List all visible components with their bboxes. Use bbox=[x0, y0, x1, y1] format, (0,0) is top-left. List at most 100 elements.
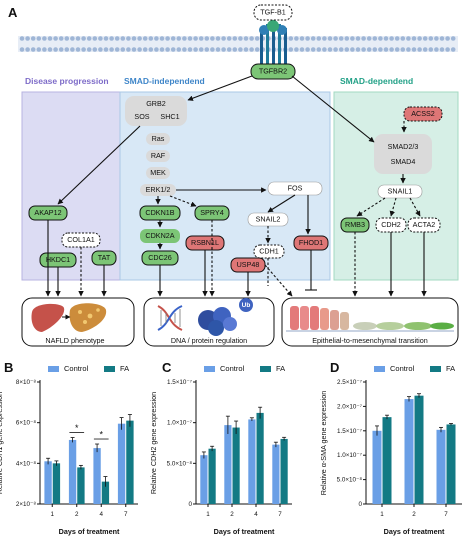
bar-fa-day-7 bbox=[280, 438, 288, 504]
y-axis-title: Relative CDH1 gene expression bbox=[0, 392, 4, 494]
bar-fa-day-1 bbox=[208, 448, 216, 504]
x-axis-title: Days of treatment bbox=[59, 527, 120, 536]
cdkn1b-label: CDKN1B bbox=[145, 208, 174, 217]
fhod1-label: FHOD1 bbox=[299, 238, 323, 247]
bar-control-day-7 bbox=[436, 429, 446, 504]
shc1-label: SHC1 bbox=[160, 112, 179, 121]
bar-control-day-2 bbox=[404, 399, 414, 504]
usp48-label: USP48 bbox=[237, 260, 260, 269]
x-axis-title: Days of treatment bbox=[384, 527, 445, 536]
cdh2-label: CDH2 bbox=[381, 220, 401, 229]
bar-control-day-1 bbox=[44, 461, 52, 504]
legend-label-control: Control bbox=[220, 364, 245, 373]
dna-icon bbox=[157, 305, 183, 331]
bar-control-day-7 bbox=[117, 423, 126, 504]
x-tick-label: 7 bbox=[124, 511, 128, 518]
mek-label: MEK bbox=[150, 168, 166, 177]
snail2-label: SNAIL2 bbox=[256, 214, 281, 223]
bar-control-day-2 bbox=[224, 425, 232, 504]
x-tick-label: 4 bbox=[254, 511, 258, 518]
significance-star: * bbox=[75, 423, 79, 433]
disease-progression-title: Disease progression bbox=[25, 76, 109, 86]
col1a1-label: COL1A1 bbox=[67, 235, 95, 244]
x-tick-label: 2 bbox=[75, 511, 79, 518]
bar-control-day-4 bbox=[93, 448, 101, 504]
pathway-arrows bbox=[45, 75, 427, 297]
smad4-label: SMAD4 bbox=[391, 157, 416, 166]
bar-control-day-4 bbox=[248, 419, 256, 504]
raf-label: RAF bbox=[151, 151, 166, 160]
cells-icon bbox=[286, 306, 454, 332]
akap12-label: AKAP12 bbox=[34, 208, 61, 217]
tgf-b1-ligand: TGF-B1 bbox=[253, 4, 293, 21]
cdh1-node bbox=[253, 244, 285, 259]
chart-letter: C bbox=[162, 360, 172, 375]
x-tick-label: 2 bbox=[230, 511, 234, 518]
bar-fa-day-7 bbox=[446, 424, 456, 504]
legend-swatch-fa bbox=[104, 366, 115, 372]
legend-label-control: Control bbox=[390, 364, 415, 373]
rsbn1l-label: RSBN1L bbox=[191, 238, 219, 247]
chart-letter: D bbox=[330, 360, 339, 375]
x-tick-label: 4 bbox=[99, 511, 103, 518]
rmb3-label: RMB3 bbox=[345, 220, 365, 229]
legend-label-fa: FA bbox=[276, 364, 285, 373]
bar-fa-day-2 bbox=[414, 395, 424, 504]
y-tick-label: 4×10⁻⁸ bbox=[16, 460, 37, 467]
spry4-label: SPRY4 bbox=[200, 208, 223, 217]
y-tick-label: 8×10⁻⁸ bbox=[16, 379, 37, 386]
ras-label: Ras bbox=[152, 134, 165, 143]
x-tick-label: 7 bbox=[278, 511, 282, 518]
grb2-complex bbox=[125, 96, 187, 126]
bar-fa-day-1 bbox=[52, 463, 61, 504]
tgf-b1-label: TGF-B1 bbox=[260, 7, 286, 16]
cdkn2a-node bbox=[140, 229, 180, 243]
snail1-node bbox=[377, 184, 423, 199]
legend-swatch-fa bbox=[260, 366, 271, 372]
erk-node bbox=[140, 184, 176, 196]
cell-membrane bbox=[18, 36, 458, 52]
significance-star: * bbox=[99, 430, 103, 440]
bar-fa-day-2 bbox=[232, 427, 240, 504]
y-tick-label: 1.5×10⁻⁷ bbox=[167, 379, 193, 386]
erk-label: ERK1/2 bbox=[146, 185, 171, 194]
mek-node bbox=[146, 167, 170, 179]
protein-icon bbox=[198, 298, 253, 336]
y-tick-label: 2×10⁻⁸ bbox=[16, 501, 37, 508]
cdkn2a-label: CDKN2A bbox=[145, 231, 174, 240]
y-tick-label: 1.0×10⁻⁷ bbox=[337, 452, 363, 459]
smad-dependent-title: SMAD-dependend bbox=[340, 76, 413, 86]
liver-icon bbox=[31, 303, 107, 332]
x-tick-label: 1 bbox=[380, 511, 384, 518]
bar-fa-day-4 bbox=[101, 481, 110, 504]
tgfbr2-label: TGFBR2 bbox=[259, 66, 287, 75]
nafld-label: NAFLD phenotype bbox=[45, 336, 104, 345]
tat-label: TAT bbox=[98, 253, 111, 262]
col1a1-node bbox=[61, 232, 101, 248]
x-axis-title: Days of treatment bbox=[214, 527, 275, 536]
dna-protein-label: DNA / protein regulation bbox=[171, 336, 247, 345]
grb2-label: GRB2 bbox=[146, 99, 166, 108]
hkdc1-label: HKDC1 bbox=[46, 255, 70, 264]
x-tick-label: 7 bbox=[444, 511, 448, 518]
ras-node bbox=[146, 133, 170, 145]
acss2-label: ACSS2 bbox=[411, 109, 435, 118]
y-tick-label: 6×10⁻⁸ bbox=[16, 420, 37, 427]
smad-independent-title: SMAD-independend bbox=[124, 76, 205, 86]
y-tick-label: 1.5×10⁻⁷ bbox=[337, 428, 363, 435]
bar-control-day-2 bbox=[68, 439, 77, 504]
y-tick-label: 0 bbox=[358, 501, 362, 508]
tgf-receptor-complex bbox=[259, 20, 287, 76]
chart-letter: B bbox=[4, 360, 13, 375]
legend-label-fa: FA bbox=[446, 364, 455, 373]
disease-progression-panel bbox=[21, 91, 123, 281]
cdc26-label: CDC26 bbox=[148, 253, 172, 262]
legend-swatch-control bbox=[374, 366, 385, 372]
tgfbr2-node: TGFBR2 bbox=[250, 63, 296, 80]
y-tick-label: 5.0×10⁻⁸ bbox=[337, 477, 363, 484]
legend-swatch-control bbox=[48, 366, 59, 372]
bar-fa-day-1 bbox=[382, 417, 392, 504]
